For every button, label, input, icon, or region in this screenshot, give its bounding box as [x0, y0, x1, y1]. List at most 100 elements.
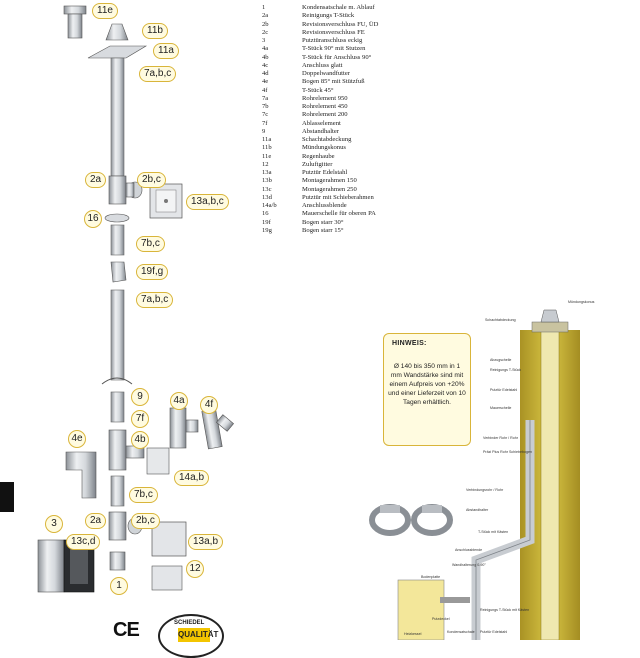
label-tstueck-kaesten: T-Stück mit Kästen — [478, 530, 509, 534]
label-heizkessel: Heizkessel — [404, 632, 422, 636]
label-anschlussblende: Anschlussblende — [455, 548, 483, 552]
legend-code: 9 — [262, 127, 266, 135]
legend-description: Abstandhalter — [302, 127, 339, 135]
ce-mark: CE — [113, 619, 140, 641]
bend-part — [110, 261, 127, 283]
legend-code: 3 — [262, 37, 266, 44]
badge-7bc-mid: 7b,c — [136, 236, 165, 252]
label-reinigungs-tstueck: Reinigungs T-Stück — [490, 368, 522, 372]
quality-seal: SCHIEDEL QUALITÄT — [158, 614, 224, 658]
legend-description: Putztüranschluss eckig — [302, 37, 363, 44]
access-door-lower — [151, 521, 187, 557]
legend-description: T-Stück 90° mit Stutzen — [302, 45, 366, 53]
badge-9: 9 — [131, 388, 149, 406]
legend-code: 16 — [262, 210, 269, 218]
chimney-components-illustration — [37, 5, 580, 640]
label-mauerschelle: Mauerschelle — [490, 406, 512, 410]
badge-4a: 4a — [170, 392, 188, 410]
label-muendungskonus: Mündungskonus — [568, 300, 595, 304]
legend-code: 11e — [262, 152, 272, 160]
legend-code: 7c — [262, 111, 269, 119]
badge-11a: 11a — [153, 43, 179, 59]
label-abzugschelle: Abzugschelle — [490, 358, 512, 362]
legend-code: 7f — [262, 119, 268, 127]
legend-code: 2a — [262, 12, 269, 20]
rain-cap-part — [63, 5, 87, 39]
badge-13abc: 13a,b,c — [186, 194, 229, 210]
legend-code: 7a — [262, 94, 269, 102]
legend-code: 4e — [262, 78, 269, 86]
cleanout-connection-part — [37, 539, 95, 593]
legend-description: Regenhaube — [302, 152, 335, 160]
badge-11e: 11e — [92, 3, 118, 19]
legend-code: 19f — [262, 218, 271, 226]
legend-code: 13a — [262, 169, 272, 176]
legend-row: 11b Mündungskonus — [262, 144, 462, 152]
chimney-cone-part — [87, 23, 148, 59]
legend-code: 11b — [262, 144, 272, 152]
note-title: HINWEIS: — [392, 340, 427, 347]
legend-code: 2b — [262, 20, 269, 28]
badge-11b: 11b — [142, 23, 168, 39]
drain-element-part — [110, 391, 125, 423]
note-box: HINWEIS: Ø 140 bis 350 mm in 1 mm Wandst… — [383, 333, 471, 446]
bend-85-part — [65, 451, 97, 499]
legend-row: 13a Putztür Edelstahl — [262, 169, 462, 177]
pipe-section-7b — [110, 224, 125, 256]
badge-16: 16 — [84, 210, 102, 228]
label-reinigung-unten: Reinigungs T-Stück mit Kästen — [480, 608, 530, 612]
legend-code: 13c — [262, 185, 272, 193]
badge-3: 3 — [45, 515, 63, 533]
legend-description: Putztür Edelstahl — [302, 169, 348, 176]
t-piece-middle — [108, 429, 145, 471]
legend-description: Putztür mit Schieberahmen — [302, 193, 374, 201]
legend-description: Anschluss glatt — [302, 61, 343, 69]
spacer-part — [101, 377, 133, 385]
badge-13ab: 13a,b — [188, 534, 224, 550]
wall-clamp-part — [104, 213, 130, 223]
legend-description: Mündungskonus — [302, 144, 346, 152]
legend-description: Kondensatschale m. Ablauf — [302, 4, 375, 11]
seal-top-text: SCHIEDEL — [174, 620, 205, 626]
legend-code: 2c — [262, 28, 269, 36]
legend-row: 9 Abstandhalter — [262, 128, 462, 136]
t-piece-4f — [201, 408, 234, 450]
legend-row: 7f Ablasselement — [262, 120, 462, 128]
badge-7f: 7f — [131, 410, 149, 428]
condensate-tray-part — [109, 551, 126, 571]
label-putztuer: Putztür Edelstahl — [490, 388, 518, 392]
t-piece-4a — [169, 407, 199, 449]
legend-code: 4c — [262, 61, 269, 69]
badge-4f: 4f — [200, 396, 218, 414]
pipe-lower-part — [110, 475, 125, 507]
legend-row: 3 Putztüranschluss eckig — [262, 37, 462, 45]
badge-2a-top: 2a — [85, 172, 107, 188]
legend-description: Rohrelement 450 — [302, 103, 348, 110]
t-piece-upper — [108, 175, 143, 205]
seal-band-text: QUALITÄT — [178, 628, 218, 642]
legend-description: Ablasselement — [302, 119, 341, 127]
badge-4e: 4e — [68, 430, 86, 448]
legend-code: 14a/b — [262, 202, 277, 209]
label-schachtabdeckung: Schachtabdeckung — [485, 318, 516, 322]
badge-7bc-low: 7b,c — [129, 487, 158, 503]
label-kondensat: Kondensatschale — [447, 630, 475, 634]
legend-description: Anschlussblende — [302, 202, 347, 209]
label-schiebebogen: Präzi Plus Rohr Schiebebogen — [483, 450, 532, 454]
pipe-section-7a — [110, 289, 125, 381]
legend-code: 4d — [262, 70, 269, 77]
legend-description: T-Stück für Anschluss 90° — [302, 53, 372, 61]
